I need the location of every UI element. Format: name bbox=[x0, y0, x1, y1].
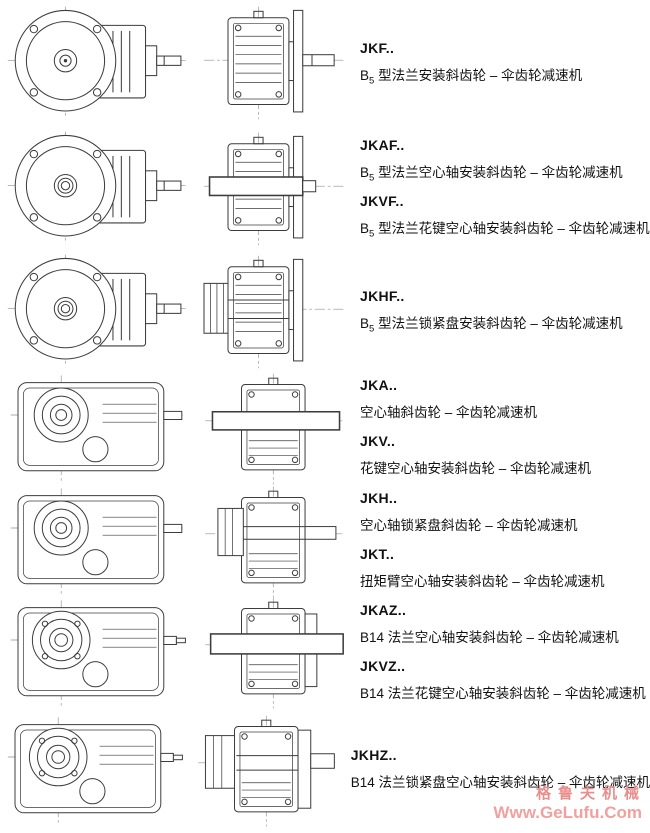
product-row-jka-jkv: JKA.. 空心轴斜齿轮 – 伞齿轮减速机 JKV.. 花键空心轴安装斜齿轮 –… bbox=[0, 372, 650, 485]
model-description: 花键空心轴安装斜齿轮 – 伞齿轮减速机 bbox=[360, 457, 650, 480]
product-row-jkf: JKF.. B5 型法兰安装斜齿轮 – 伞齿轮减速机 bbox=[0, 0, 650, 126]
desc-text: B14 法兰花键空心轴安装斜齿轮 – 伞齿轮减速机 bbox=[360, 685, 646, 701]
model-description: B14 法兰锁紧盘空心轴安装斜齿轮 – 伞齿轮减速机 bbox=[351, 771, 650, 794]
desc-text: 扭矩臂空心轴安装斜齿轮 – 伞齿轮减速机 bbox=[360, 574, 605, 589]
gearbox-side-view-drawing bbox=[198, 252, 354, 372]
row-text: JKAF.. B5 型法兰空心轴安装斜齿轮 – 伞齿轮减速机 JKVF.. B5… bbox=[354, 137, 650, 239]
model-code: JKV.. bbox=[360, 433, 396, 449]
row-text: JKHF.. B5 型法兰锁紧盘安装斜齿轮 – 伞齿轮减速机 bbox=[354, 288, 650, 335]
gearbox-side-view-drawing bbox=[198, 370, 354, 488]
watermark-website-url: Www.GeLufu.Com bbox=[493, 803, 642, 823]
gearbox-front-view-drawing bbox=[0, 128, 198, 249]
model-description: 空心轴斜齿轮 – 伞齿轮减速机 bbox=[360, 401, 650, 424]
product-row-jkh-jkt: JKH.. 空心轴锁紧盘斜齿轮 – 伞齿轮减速机 JKT.. 扭矩臂空心轴安装斜… bbox=[0, 485, 650, 598]
model-description: B5 型法兰空心轴安装斜齿轮 – 伞齿轮减速机 bbox=[360, 161, 650, 184]
model-code: JKVZ.. bbox=[360, 657, 406, 674]
model-description: 扭矩臂空心轴安装斜齿轮 – 伞齿轮减速机 bbox=[360, 570, 650, 593]
desc-text: 空心轴斜齿轮 – 伞齿轮减速机 bbox=[360, 405, 538, 421]
model-description: B5 型法兰花键空心轴安装斜齿轮 – 伞齿轮减速机 bbox=[360, 217, 650, 240]
gearbox-front-view-drawing bbox=[0, 595, 198, 712]
gearbox-side-view-drawing bbox=[198, 3, 354, 123]
desc-text: B14 法兰空心轴安装斜齿轮 – 伞齿轮减速机 bbox=[360, 629, 619, 645]
desc-text: 型法兰空心轴安装斜齿轮 – 伞齿轮减速机 bbox=[374, 165, 623, 181]
model-code: JKT.. bbox=[360, 546, 395, 562]
desc-prefix: B bbox=[360, 316, 370, 332]
model-description: B14 法兰花键空心轴安装斜齿轮 – 伞齿轮减速机 bbox=[360, 682, 650, 705]
row-text: JKHZ.. B14 法兰锁紧盘空心轴安装斜齿轮 – 伞齿轮减速机 bbox=[345, 747, 650, 794]
desc-text: 花键空心轴安装斜齿轮 – 伞齿轮减速机 bbox=[360, 461, 592, 476]
model-code: JKAF.. bbox=[360, 137, 405, 154]
model-code: JKH.. bbox=[360, 490, 398, 507]
desc-subscript: 5 bbox=[369, 228, 375, 240]
gearbox-front-view-drawing bbox=[0, 483, 198, 600]
product-row-jkaf-jkvf: JKAF.. B5 型法兰空心轴安装斜齿轮 – 伞齿轮减速机 JKVF.. B5… bbox=[0, 126, 650, 251]
watermark: 格鲁夫机械 Www.GeLufu.Com bbox=[493, 786, 642, 823]
model-description: B5 型法兰安装斜齿轮 – 伞齿轮减速机 bbox=[360, 64, 650, 87]
model-code: JKHZ.. bbox=[350, 747, 397, 764]
gearbox-side-view-drawing bbox=[198, 594, 354, 712]
desc-text: 型法兰安装斜齿轮 – 伞齿轮减速机 bbox=[374, 67, 583, 83]
gearbox-front-view-drawing bbox=[0, 712, 193, 829]
model-description: B14 法兰空心轴安装斜齿轮 – 伞齿轮减速机 bbox=[360, 626, 650, 649]
model-description: B5 型法兰锁紧盘安装斜齿轮 – 伞齿轮减速机 bbox=[360, 312, 650, 335]
gearbox-front-view-drawing bbox=[0, 3, 198, 124]
product-row-jkhf: JKHF.. B5 型法兰锁紧盘安装斜齿轮 – 伞齿轮减速机 bbox=[0, 251, 650, 372]
model-description: 空心轴锁紧盘斜齿轮 – 伞齿轮减速机 bbox=[360, 514, 650, 537]
desc-prefix: B bbox=[360, 67, 370, 83]
gearbox-side-view-drawing bbox=[198, 483, 354, 601]
model-code: JKHF.. bbox=[360, 288, 405, 305]
gearbox-front-view-drawing bbox=[0, 370, 198, 487]
desc-subscript: 5 bbox=[369, 75, 375, 87]
row-text: JKF.. B5 型法兰安装斜齿轮 – 伞齿轮减速机 bbox=[354, 40, 650, 87]
desc-text: 型法兰花键空心轴安装斜齿轮 – 伞齿轮减速机 bbox=[374, 221, 650, 236]
model-code: JKVF.. bbox=[360, 193, 404, 209]
desc-text: 型法兰锁紧盘安装斜齿轮 – 伞齿轮减速机 bbox=[374, 316, 623, 332]
model-code: JKAZ.. bbox=[360, 601, 407, 618]
row-text: JKH.. 空心轴锁紧盘斜齿轮 – 伞齿轮减速机 JKT.. 扭矩臂空心轴安装斜… bbox=[354, 490, 650, 592]
desc-subscript: 5 bbox=[369, 173, 375, 184]
product-row-jkhz: JKHZ.. B14 法兰锁紧盘空心轴安装斜齿轮 – 伞齿轮减速机 bbox=[0, 708, 650, 833]
desc-text: 空心轴锁紧盘斜齿轮 – 伞齿轮减速机 bbox=[360, 518, 578, 534]
desc-subscript: 5 bbox=[369, 323, 375, 335]
model-code: JKF.. bbox=[360, 39, 395, 56]
gearbox-front-view-drawing bbox=[0, 251, 198, 372]
desc-prefix: B bbox=[360, 221, 370, 236]
model-code: JKA.. bbox=[360, 377, 398, 394]
watermark-company-name: 格鲁夫机械 bbox=[535, 786, 646, 803]
desc-prefix: B bbox=[360, 165, 370, 181]
gearbox-side-view-drawing bbox=[193, 712, 345, 830]
row-text: JKA.. 空心轴斜齿轮 – 伞齿轮减速机 JKV.. 花键空心轴安装斜齿轮 –… bbox=[354, 377, 650, 479]
desc-text: B14 法兰锁紧盘空心轴安装斜齿轮 – 伞齿轮减速机 bbox=[350, 775, 650, 791]
row-text: JKAZ.. B14 法兰空心轴安装斜齿轮 – 伞齿轮减速机 JKVZ.. B1… bbox=[354, 602, 650, 704]
product-row-jkaz-jkvz: JKAZ.. B14 法兰空心轴安装斜齿轮 – 伞齿轮减速机 JKVZ.. B1… bbox=[0, 598, 650, 708]
gearbox-side-view-drawing bbox=[198, 129, 354, 249]
